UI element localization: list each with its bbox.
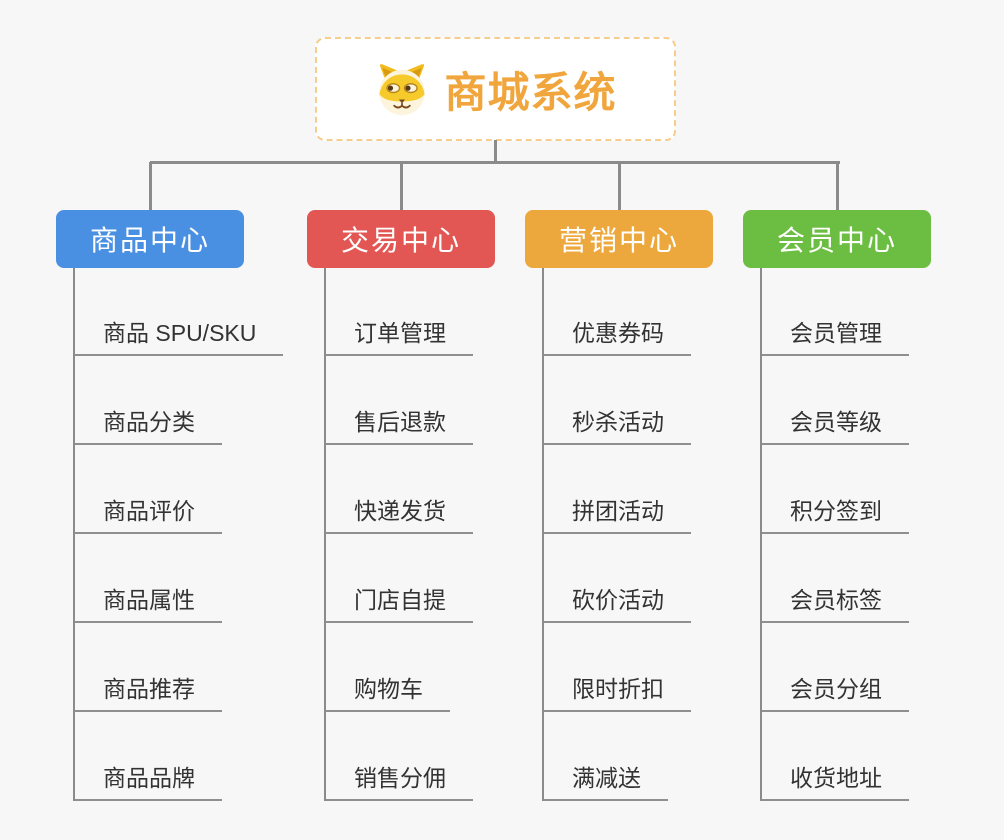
tree-node-item[interactable]: 商品 SPU/SKU	[75, 268, 284, 356]
tree-node-item[interactable]: 订单管理	[326, 268, 473, 356]
branch-label: 会员中心	[776, 225, 897, 256]
tree-node-item[interactable]: 会员分组	[762, 623, 909, 712]
tree-node-item[interactable]: 销售分佣	[326, 712, 473, 801]
tree-node-item[interactable]: 售后退款	[326, 356, 473, 445]
tree-node-item[interactable]: 拼团活动	[544, 445, 691, 534]
branch-label: 商品中心	[89, 225, 210, 256]
tree-node-item[interactable]: 商品品牌	[75, 712, 222, 801]
tree-node-item[interactable]: 门店自提	[326, 534, 473, 623]
branch-header-member-center[interactable]: 会员中心	[743, 210, 931, 268]
tree-node-item[interactable]: 会员标签	[762, 534, 909, 623]
root-node[interactable]: 商城系统	[315, 37, 676, 141]
tree-node-item[interactable]: 商品分类	[75, 356, 222, 445]
tree-node-item[interactable]: 优惠券码	[544, 268, 691, 356]
tree-node-item[interactable]: 砍价活动	[544, 534, 691, 623]
tree-node-item[interactable]: 购物车	[326, 623, 450, 712]
branch-items-marketing-center: 优惠券码秒杀活动拼团活动砍价活动限时折扣满减送	[542, 268, 691, 801]
branch-header-product-center[interactable]: 商品中心	[56, 210, 244, 268]
connector-drop	[618, 162, 621, 210]
connector-root-stem	[494, 140, 497, 163]
branch-header-marketing-center[interactable]: 营销中心	[525, 210, 713, 268]
branch-header-trade-center[interactable]: 交易中心	[307, 210, 495, 268]
dog-face-icon	[379, 64, 426, 116]
branch-member-center: 会员中心 会员管理会员等级积分签到会员标签会员分组收货地址	[743, 210, 1003, 801]
branch-items-trade-center: 订单管理售后退款快递发货门店自提购物车销售分佣	[324, 268, 473, 801]
connector-drop	[149, 162, 152, 210]
tree-node-item[interactable]: 收货地址	[762, 712, 909, 801]
tree-node-item[interactable]: 快递发货	[326, 445, 473, 534]
tree-node-item[interactable]: 会员等级	[762, 356, 909, 445]
tree-node-item[interactable]: 积分签到	[762, 445, 909, 534]
tree-node-item[interactable]: 会员管理	[762, 268, 909, 356]
branch-label: 交易中心	[340, 225, 461, 256]
branch-trade-center: 交易中心 订单管理售后退款快递发货门店自提购物车销售分佣	[307, 210, 567, 801]
branch-label: 营销中心	[558, 225, 679, 256]
tree-node-item[interactable]: 商品推荐	[75, 623, 222, 712]
tree-node-item[interactable]: 满减送	[544, 712, 668, 801]
branch-marketing-center: 营销中心 优惠券码秒杀活动拼团活动砍价活动限时折扣满减送	[525, 210, 785, 801]
branch-items-member-center: 会员管理会员等级积分签到会员标签会员分组收货地址	[760, 268, 909, 801]
tree-node-item[interactable]: 秒杀活动	[544, 356, 691, 445]
connector-drop	[400, 162, 403, 210]
tree-node-item[interactable]: 商品属性	[75, 534, 222, 623]
root-title: 商城系统	[444, 68, 617, 116]
connector-rail	[150, 161, 840, 164]
tree-node-item[interactable]: 商品评价	[75, 445, 222, 534]
connector-drop	[836, 162, 839, 210]
tree-node-item[interactable]: 限时折扣	[544, 623, 691, 712]
